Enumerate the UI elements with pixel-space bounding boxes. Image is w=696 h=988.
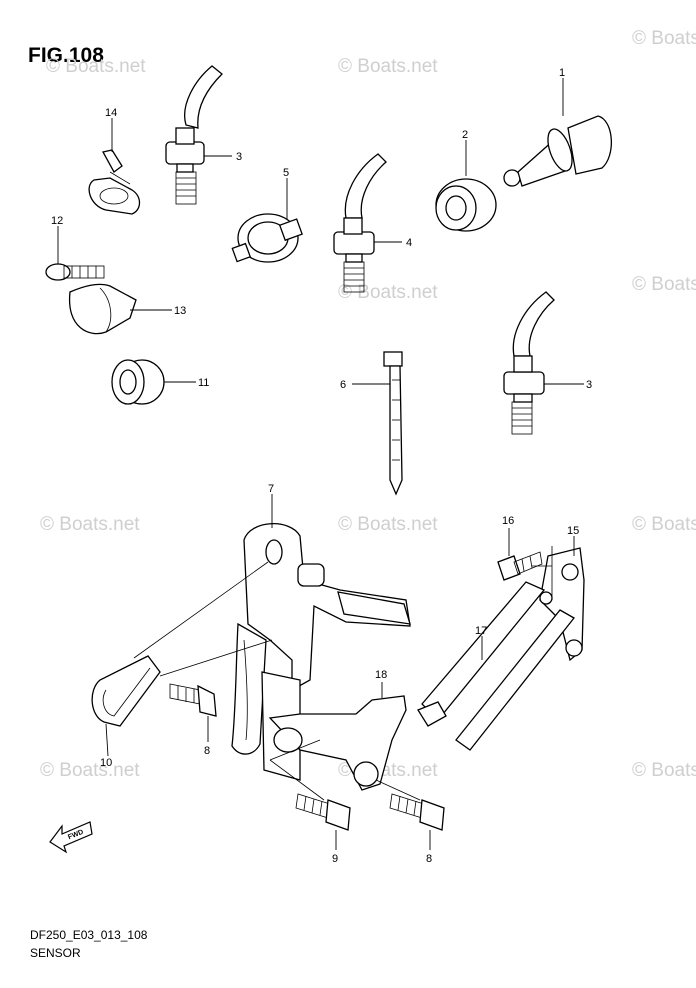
part-1-sensor <box>503 115 613 187</box>
callout-12: 12 <box>51 215 63 227</box>
callout-11: 11 <box>198 377 209 389</box>
callout-5: 5 <box>283 167 289 179</box>
part-3-sensor-right <box>503 291 555 435</box>
callout-1: 1 <box>559 67 565 79</box>
diagram-code: DF250_E03_013_108 <box>30 928 148 942</box>
watermark: © Boats.net <box>632 760 696 781</box>
diagram-name: SENSOR <box>30 946 81 960</box>
watermark: © Boats.net <box>338 56 438 77</box>
callout-4: 4 <box>406 237 412 249</box>
watermark: © Boats.net <box>338 282 438 303</box>
part-2-grommet <box>435 178 497 232</box>
callout-18: 18 <box>375 669 387 681</box>
part-17-lever <box>417 581 575 751</box>
callout-17: 17 <box>475 625 487 637</box>
leader-lines <box>57 78 584 850</box>
callout-10: 10 <box>100 757 112 769</box>
watermark: © Boats.net <box>632 28 696 49</box>
callout-8: 8 <box>204 745 210 757</box>
watermark: © Boats.net <box>46 56 146 77</box>
part-9-bolt <box>295 793 351 831</box>
part-15-bracket <box>539 547 585 662</box>
watermark: © Boats.net <box>40 514 140 535</box>
callouts: 1 2 3 4 5 6 3 14 12 13 11 7 10 8 18 9 8 … <box>51 67 592 865</box>
callout-8: 8 <box>426 853 432 865</box>
part-18-plate <box>268 695 407 791</box>
watermark: © Boats.net <box>338 514 438 535</box>
figure-title: FIG.108 <box>28 44 104 67</box>
watermark: © Boats.net <box>632 274 696 295</box>
watermarks: © Boats.net © Boats.net © Boats.net © Bo… <box>40 28 696 781</box>
watermark: © Boats.net <box>632 514 696 535</box>
callout-3: 3 <box>236 151 242 163</box>
part-13-clamp <box>69 283 137 335</box>
callout-6: 6 <box>340 379 346 391</box>
part-3-sensor-top <box>165 65 223 205</box>
callout-14: 14 <box>105 107 117 119</box>
part-4-sensor <box>333 153 387 293</box>
part-6-cable-tie <box>383 351 403 496</box>
part-12-bolt <box>45 263 105 281</box>
part-10-clip <box>91 655 161 727</box>
callout-16: 16 <box>502 515 514 527</box>
part-11-grommet <box>111 359 165 405</box>
part-16-bolt <box>497 551 543 581</box>
watermark: © Boats.net <box>40 760 140 781</box>
callout-2: 2 <box>462 129 468 141</box>
part-14-clip <box>88 149 141 215</box>
callout-7: 7 <box>268 483 274 495</box>
callout-15: 15 <box>567 525 579 537</box>
part-8-bolt-right <box>389 793 445 831</box>
callout-3: 3 <box>586 379 592 391</box>
callout-13: 13 <box>174 305 186 317</box>
part-5-switch <box>231 213 303 263</box>
callout-9: 9 <box>332 853 338 865</box>
fwd-arrow-icon: FWD <box>49 821 93 854</box>
part-8-bolt-left <box>169 683 217 717</box>
